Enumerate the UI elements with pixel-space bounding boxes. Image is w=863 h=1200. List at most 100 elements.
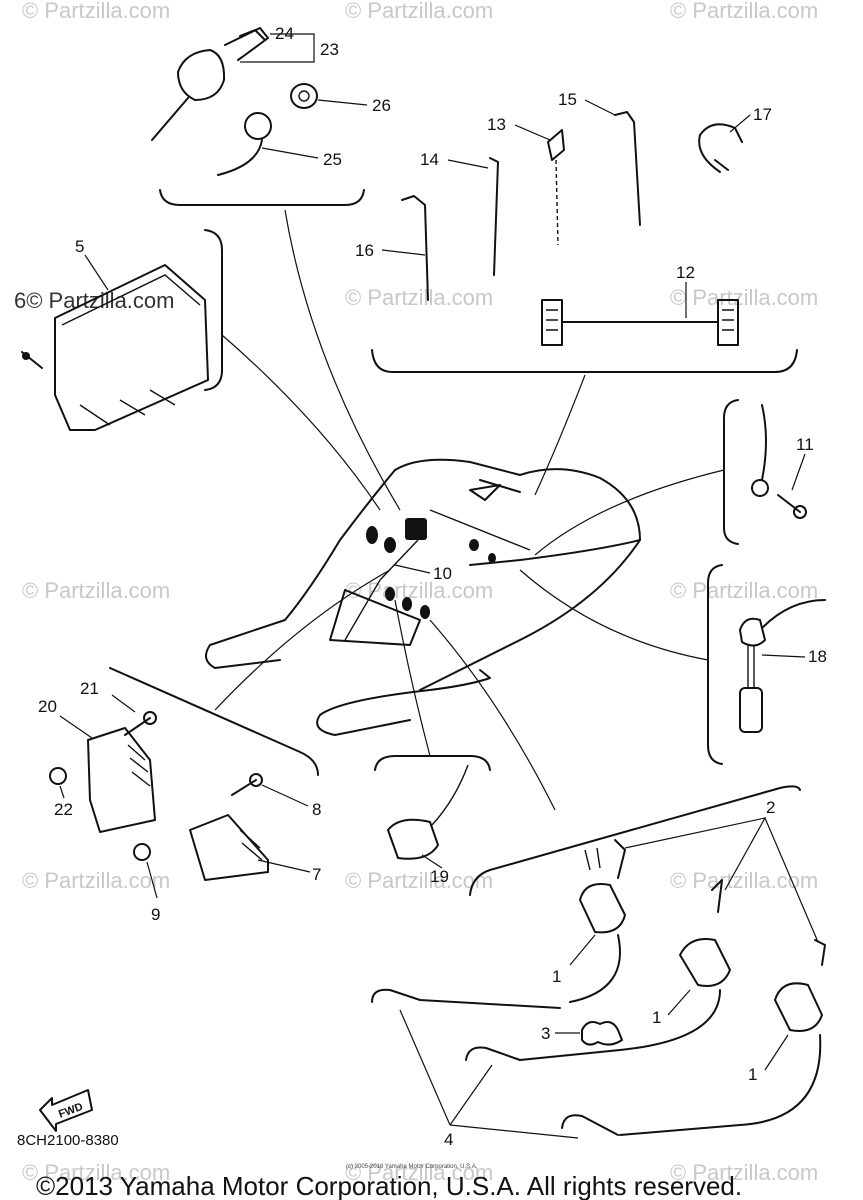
- fwd-arrow: FWD: [39, 1089, 93, 1132]
- leader-1a: [569, 934, 596, 966]
- harness-wire: [344, 539, 419, 641]
- clip-17: [698, 123, 743, 173]
- sensor-leads: [747, 645, 755, 688]
- callout-11: 11: [796, 435, 814, 454]
- regulator-fins: [127, 744, 151, 787]
- grommet-outer: [290, 83, 318, 109]
- coil-1b-body: [679, 938, 731, 987]
- watermark: © Partzilla.com: [670, 1160, 818, 1185]
- unit-7: [189, 814, 269, 881]
- hood-outline: [394, 458, 641, 566]
- leader-1c: [764, 1034, 789, 1071]
- switch-wire: [217, 139, 263, 176]
- cable-12: [541, 299, 739, 346]
- callout-14: 14: [420, 150, 439, 169]
- harness-connector: [366, 526, 378, 544]
- watermark: © Partzilla.com: [670, 578, 818, 603]
- callout-17: 17: [753, 105, 772, 124]
- watermark-layer: © Partzilla.com © Partzilla.com © Partzi…: [14, 0, 818, 1185]
- coil-1b-cable: [519, 989, 721, 1061]
- leader-10: [394, 564, 431, 574]
- clamp-left: [541, 299, 563, 346]
- bolt-21-head: [143, 711, 157, 725]
- bracket-sensor: [707, 564, 723, 765]
- ecu-box: [54, 264, 209, 431]
- snowmobile-chassis: [205, 458, 641, 736]
- watermark: © Partzilla.com: [345, 285, 493, 310]
- ski-tip: [316, 714, 411, 736]
- band-16: [401, 195, 429, 301]
- sensor-wire: [761, 599, 826, 629]
- band-15-body: [614, 111, 641, 226]
- main-switch: [151, 27, 269, 141]
- clamp-right-ridges: [722, 309, 734, 331]
- coil-1c-cable: [619, 1034, 822, 1136]
- capacitor-body: [387, 818, 439, 860]
- watermark: © Partzilla.com: [22, 1160, 170, 1185]
- callout-13: 13: [487, 115, 506, 134]
- watermark: © Partzilla.com: [22, 0, 170, 23]
- unit-7-fins: [239, 829, 263, 861]
- callout-25: 25: [323, 150, 342, 169]
- routing-line: [221, 334, 381, 511]
- ground-lead: [751, 404, 807, 519]
- fwd-arrow-shape: [39, 1089, 93, 1132]
- leader-2: [624, 817, 819, 943]
- watermark: © Partzilla.com: [345, 1160, 493, 1185]
- bolt-21: [124, 717, 151, 736]
- ecu-connectors: [79, 389, 176, 426]
- holder-13-head: [547, 129, 565, 161]
- ground-wire: [761, 404, 767, 481]
- callout-10: 10: [433, 564, 452, 583]
- harness-connector: [384, 537, 396, 553]
- watermark: © Partzilla.com: [670, 285, 818, 310]
- unit-7-body: [189, 814, 269, 881]
- leader-17: [729, 114, 751, 133]
- plug-cap-4c: [561, 1114, 619, 1136]
- watermark: © Partzilla.com: [22, 868, 170, 893]
- leader-7: [257, 859, 311, 873]
- callout-9: 9: [151, 905, 160, 924]
- bracket-cdi: [109, 667, 319, 776]
- callout-12: 12: [676, 263, 695, 282]
- callout-8: 8: [312, 800, 321, 819]
- bracket-coils: [469, 785, 801, 896]
- coil-1a-cable: [569, 934, 621, 1003]
- routing-line: [519, 569, 709, 661]
- callout-22: 22: [54, 800, 73, 819]
- sensor-head: [739, 617, 766, 647]
- leader-13: [514, 124, 551, 141]
- ground-terminal: [751, 479, 769, 497]
- leader-5: [84, 254, 109, 291]
- leader-22: [59, 785, 65, 799]
- chassis-left: [205, 469, 396, 669]
- group-brackets: [109, 189, 801, 896]
- harness-connector: [420, 605, 430, 619]
- callout-23: 23: [320, 40, 339, 59]
- callout-15: 15: [558, 90, 577, 109]
- watermark: © Partzilla.com: [670, 868, 818, 893]
- coil-1c-body: [774, 982, 823, 1032]
- band-16-body: [401, 195, 429, 301]
- holder-13-chain: [555, 159, 559, 246]
- small-copyright: (c) 2005-2016 Yamaha Motor Corporation, …: [346, 1164, 478, 1170]
- bracket-ecu: [204, 229, 223, 391]
- routing-lines: [214, 209, 725, 811]
- callout-24: 24: [275, 24, 294, 43]
- sensor-body: [739, 687, 763, 733]
- ignition-coils: [371, 839, 826, 1136]
- coil-1a-leads: [584, 847, 601, 871]
- hood-line: [479, 479, 521, 493]
- capacitor-wire: [431, 764, 469, 826]
- bolt-11-head: [793, 505, 807, 519]
- harness-connector: [488, 553, 496, 563]
- callout-4: 4: [444, 1130, 453, 1149]
- leader-23: [240, 33, 315, 63]
- nut-9: [133, 843, 151, 861]
- copyright-notice: ©2013 Yamaha Motor Corporation, U.S.A. A…: [36, 1171, 742, 1200]
- leader-8: [261, 784, 309, 807]
- callout-5: 5: [75, 237, 84, 256]
- sensor-18: [739, 599, 826, 733]
- harness-connector: [385, 587, 395, 601]
